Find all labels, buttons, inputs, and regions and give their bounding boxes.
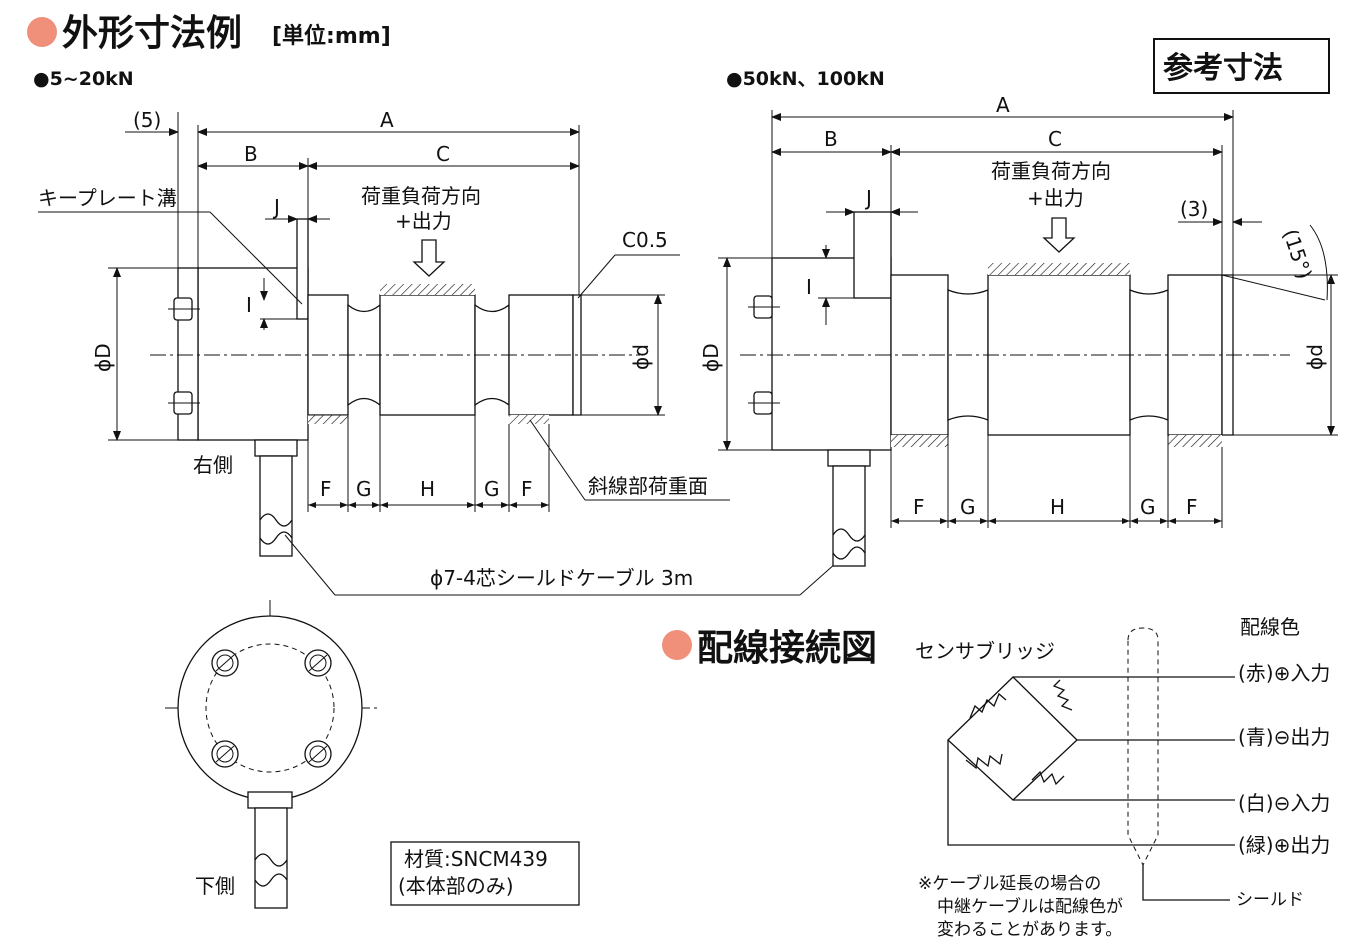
- cable-note-line3: 変わることがあります。: [937, 920, 1122, 940]
- title-bullet-icon: [27, 17, 57, 47]
- dim-d-right: ϕd: [1303, 344, 1327, 370]
- wiring-title: 配線接続図: [697, 628, 877, 669]
- dim-d-left: ϕd: [629, 344, 653, 370]
- dim-B-left: B: [244, 142, 258, 166]
- dim-I-right: I: [806, 275, 812, 299]
- dim-A-right: A: [996, 93, 1010, 117]
- wiring-bullet-icon: [662, 630, 692, 660]
- color-header: 配線色: [1240, 615, 1300, 639]
- dim-bottom-left-4: F: [521, 477, 533, 501]
- dim-bottom-right-2: H: [1050, 495, 1065, 519]
- dim-bottom-left-3: G: [484, 477, 500, 501]
- cable-label: ϕ7-4芯シールドケーブル 3m: [430, 566, 693, 590]
- reference-badge-box: [1153, 38, 1330, 94]
- right-subtitle: ●50kN、100kN: [726, 68, 885, 90]
- wire-label-1: (青)⊖出力: [1238, 725, 1330, 749]
- load-arrow-left-icon: [412, 239, 446, 277]
- left-subtitle: ●5~20kN: [33, 68, 134, 90]
- dim-3-right: (3): [1180, 197, 1208, 221]
- material-line1: 材質:SNCM439: [404, 847, 548, 871]
- dim-5-left: (5): [133, 108, 161, 132]
- dim-bottom-right-0: F: [913, 495, 925, 519]
- dim-D-right: ϕD: [699, 343, 723, 372]
- shield-label: シールド: [1236, 890, 1304, 910]
- dim-C-left: C: [436, 142, 450, 166]
- cable-note-line1: ※ケーブル延長の場合の: [918, 873, 1101, 894]
- sensor-bridge-label: センサブリッジ: [915, 639, 1055, 663]
- dim-bottom-left-1: G: [356, 477, 372, 501]
- dim-C-right: C: [1048, 127, 1062, 151]
- angle-label: (15°): [1278, 226, 1317, 282]
- unit-label: [単位:mm]: [272, 23, 391, 49]
- dim-J-right: J: [864, 186, 872, 210]
- page-title: 外形寸法例: [62, 13, 242, 54]
- wire-label-3: (緑)⊕出力: [1238, 833, 1330, 857]
- dim-bottom-left-2: H: [420, 477, 435, 501]
- dim-bottom-left-0: F: [320, 477, 332, 501]
- dim-A-left: A: [380, 108, 394, 132]
- bottom-end-view: 下側: [165, 600, 380, 909]
- dim-I-left: I: [246, 293, 252, 317]
- bottom-side-label: 下側: [195, 874, 235, 898]
- output-right: +出力: [1027, 186, 1084, 210]
- load-arrow-right-icon: [1042, 217, 1076, 253]
- chamfer-label: C0.5: [622, 228, 668, 252]
- load-surface-label: 斜線部荷重面: [588, 474, 708, 498]
- wire-label-0: (赤)⊕入力: [1238, 661, 1330, 685]
- material-box: [390, 841, 580, 906]
- wire-label-2: (白)⊖入力: [1238, 791, 1330, 815]
- cable-note-line2: 中継ケーブルは配線色が: [937, 896, 1123, 917]
- dim-bottom-right-1: G: [960, 495, 976, 519]
- wiring-diagram: [947, 627, 1235, 901]
- dim-B-right: B: [824, 127, 838, 151]
- dim-D-left: ϕD: [91, 343, 115, 372]
- reference-badge: 参考寸法: [1163, 51, 1283, 86]
- left-view: A (5) B C J ϕD: [38, 108, 730, 557]
- key-plate-label: キープレート溝: [38, 186, 177, 210]
- dim-bottom-right-3: G: [1140, 495, 1156, 519]
- dim-J-left: J: [272, 195, 280, 219]
- load-direction-right: 荷重負荷方向: [991, 159, 1111, 183]
- material-line2: (本体部のみ): [398, 874, 514, 898]
- load-direction-left: 荷重負荷方向: [361, 184, 481, 208]
- dim-bottom-right-4: F: [1186, 495, 1198, 519]
- right-side-label: 右側: [193, 453, 233, 477]
- output-left: +出力: [395, 209, 452, 233]
- right-view: A B C J (3) ϕD I: [699, 93, 1338, 567]
